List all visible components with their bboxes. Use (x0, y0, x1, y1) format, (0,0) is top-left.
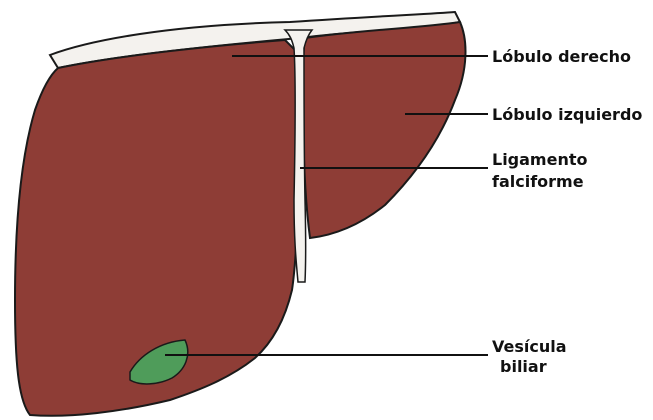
label-ligament-line1: Ligamento (492, 150, 587, 169)
label-gallbladder-line1: Vesícula (492, 337, 567, 356)
label-ligament-line2: falciforme (492, 172, 584, 191)
label-right-lobe: Lóbulo derecho (492, 47, 631, 66)
left-lobe (303, 22, 465, 238)
label-left-lobe: Lóbulo izquierdo (492, 105, 642, 124)
label-gallbladder-line2: biliar (500, 357, 547, 376)
